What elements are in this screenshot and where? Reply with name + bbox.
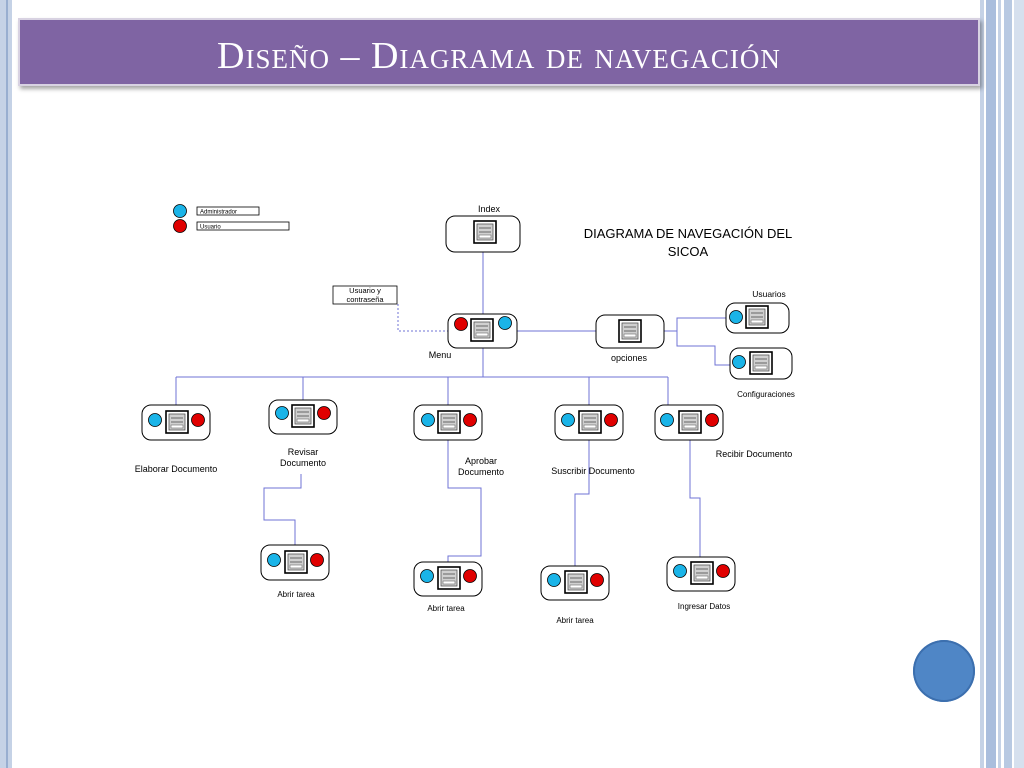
diagram-title-line1: DIAGRAMA DE NAVEGACIÓN DEL [584,226,793,241]
connector-lines [175,252,730,566]
node-opciones: opciones [595,314,665,363]
node-configuraciones: Configuraciones [729,347,795,399]
decorative-circle [913,640,975,702]
legend-admin-dot [173,204,187,218]
node-aprobar-label-1: Aprobar [465,456,497,466]
node-suscribir: Suscribir Documento [551,404,635,476]
credentials-label-2: contraseña [346,295,384,304]
node-revisar: Revisar Documento [268,399,338,468]
slide-title: Diseño – Diagrama de navegación [217,35,781,77]
node-usuarios: Usuarios [725,289,790,334]
node-abrir-tarea-suscribir: Abrir tarea [540,565,610,625]
node-aprobar-label-2: Documento [458,467,504,477]
right-frame-border [980,0,1024,768]
legend-user-dot [173,219,187,233]
legend-user-label: Usuario [200,225,221,231]
legend-admin-label: Administrador [200,210,237,216]
credentials-connector [397,304,448,332]
node-elaborar-label: Elaborar Documento [135,464,218,474]
node-configuraciones-label: Configuraciones [737,390,795,399]
node-abrir-tarea-revisar: Abrir tarea [260,544,330,599]
node-menu-label: Menu [429,350,452,360]
node-abrir-tarea-aprobar-label: Abrir tarea [427,604,465,613]
diagram-title-bold: DIAGRAMA DE [584,226,675,241]
node-abrir-tarea-suscribir-label: Abrir tarea [556,616,594,625]
node-usuarios-label: Usuarios [752,289,786,299]
node-index-label: Index [478,204,501,214]
node-suscribir-label: Suscribir Documento [551,466,635,476]
node-index: Index [445,204,521,253]
node-recibir-label: Recibir Documento [716,449,793,459]
node-abrir-tarea-revisar-label: Abrir tarea [277,590,315,599]
node-opciones-label: opciones [611,353,648,363]
node-elaborar: Elaborar Documento [135,404,218,474]
diagram-title-line2: SICOA [668,244,709,259]
credentials-box [332,285,398,305]
node-revisar-label-2: Documento [280,458,326,468]
diagram-title-rest: NAVEGACIÓN DEL [678,226,793,241]
node-abrir-tarea-aprobar: Abrir tarea [413,561,483,613]
node-recibir: Recibir Documento [654,404,793,459]
node-aprobar: Aprobar Documento [413,404,504,477]
node-revisar-label-1: Revisar [288,447,319,457]
credentials-label-1: Usuario y [349,286,381,295]
node-ingresar-datos-label: Ingresar Datos [678,602,730,611]
left-frame-line [6,0,8,768]
slide-title-bar: Diseño – Diagrama de navegación [18,18,980,86]
node-menu: Menu [429,313,518,360]
node-ingresar-datos: Ingresar Datos [666,556,736,611]
